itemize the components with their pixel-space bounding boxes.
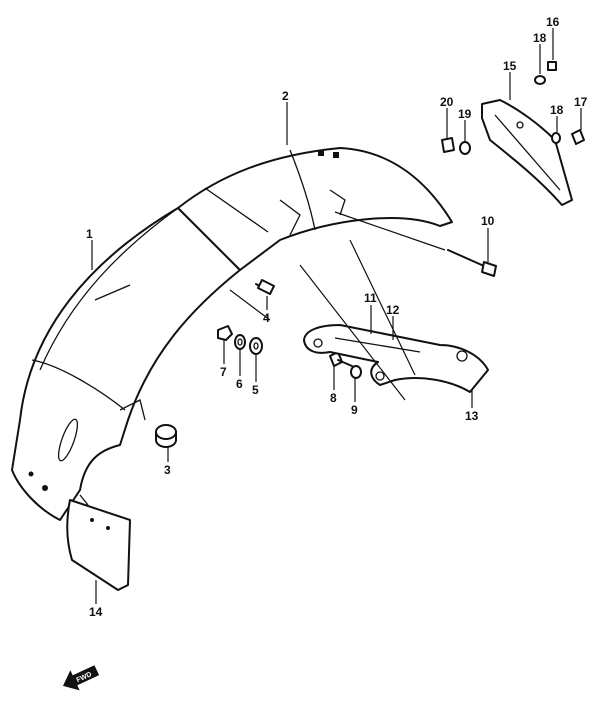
rear-fender-front-part [11,207,241,521]
callout-12: 12 [386,303,400,317]
mud-flap-part-14 [66,494,131,591]
callout-13: 13 [465,409,479,423]
callout-11: 11 [364,291,377,305]
callout-18b: 18 [550,103,564,117]
callout-14: 14 [89,605,103,619]
bolt-part-4 [255,279,275,295]
callout-6: 6 [236,377,243,391]
nut-part-20 [441,137,455,153]
bracket-part-15 [481,99,573,206]
callout-2: 2 [282,89,289,103]
washer-part-6 [234,334,246,350]
callout-20: 20 [440,95,454,109]
rear-fender-rear-part [177,147,453,271]
callout-19: 19 [458,107,472,121]
callout-leaders [91,28,582,604]
assembly-guide-lines [229,211,446,401]
bracket-part-13 [303,324,489,393]
washer-part-9 [350,365,362,379]
washer-part-19 [459,141,471,155]
callout-7: 7 [220,365,227,379]
washer-part-18a [534,75,546,85]
callout-10: 10 [481,214,495,228]
callout-17: 17 [574,95,588,109]
bolt-part-10 [447,249,497,277]
callout-1: 1 [86,227,93,241]
callout-labels: 1 2 3 4 5 6 7 8 9 10 11 12 13 14 15 16 1… [86,15,588,619]
callout-8: 8 [330,391,337,405]
nut-part-7 [217,325,233,341]
callout-9: 9 [351,403,358,417]
cushion-part [155,424,177,448]
callout-16: 16 [546,15,560,29]
callout-4: 4 [263,311,270,325]
callout-3: 3 [164,463,171,477]
forward-arrow-icon: FWD [62,665,100,691]
callout-15: 15 [503,59,517,73]
washer-part-18b [551,132,561,144]
screw-part-17 [571,129,585,145]
screw-part-16 [547,61,557,71]
callout-5: 5 [252,383,259,397]
callout-18a: 18 [533,31,547,45]
washer-part-5 [249,337,263,355]
